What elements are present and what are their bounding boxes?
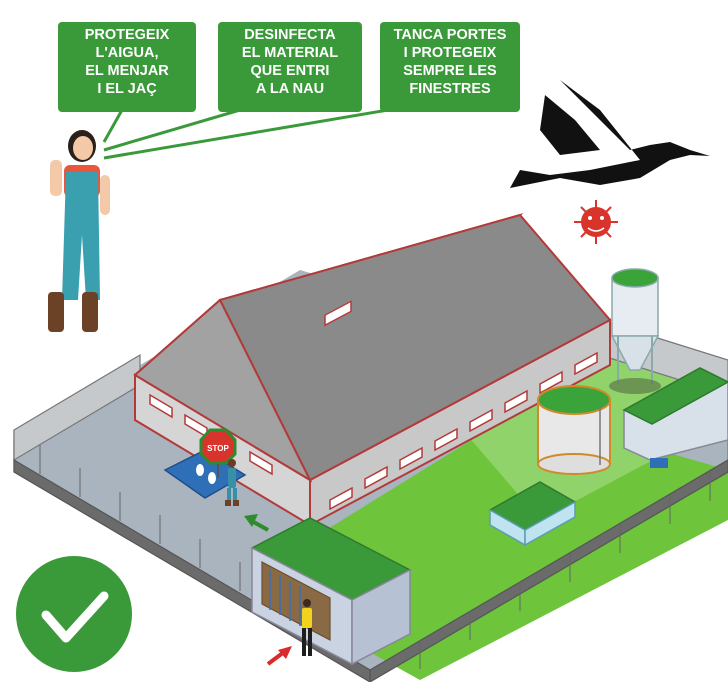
bubble-line: I PROTEGEIX xyxy=(403,45,497,61)
barn-roof-front xyxy=(133,298,313,483)
fence-posts xyxy=(39,445,711,669)
speech-bubble-disinfect-material: DESINFECTA EL MATERIAL QUE ENTRI A LA NA… xyxy=(218,22,362,112)
stop-sign xyxy=(199,428,237,478)
entrance-building xyxy=(250,517,412,666)
footprint-icon xyxy=(196,464,216,484)
speech-bubble-close-doors: TANCA PORTES I PROTEGEIX SEMPRE LES FINE… xyxy=(380,22,520,112)
stork-silhouette-icon xyxy=(510,80,710,188)
entry-arrow-icon xyxy=(244,514,269,532)
disinfection-mat xyxy=(163,449,247,499)
bubble-line: QUE ENTRI xyxy=(250,63,330,79)
bubble-line: PROTEGEIX xyxy=(84,27,170,43)
speech-pointer xyxy=(102,106,401,160)
bubble-line: L'AIGUA, xyxy=(95,45,159,61)
feed-silo xyxy=(609,268,661,394)
bubble-line: DESINFECTA xyxy=(244,27,336,43)
bubble-line: EL MENJAR xyxy=(85,63,169,79)
water-tank xyxy=(537,385,611,475)
bubble-line: TANCA PORTES xyxy=(393,27,507,43)
barn-windows xyxy=(149,300,598,511)
virus-icon xyxy=(574,200,618,244)
bubble-line: I EL JAÇ xyxy=(97,81,157,97)
barn xyxy=(133,212,612,527)
bubble-line: A LA NAU xyxy=(255,81,325,97)
bubble-line: FINESTRES xyxy=(409,81,491,97)
bubble-line: SEMPRE LES xyxy=(403,63,497,79)
stop-sign-text: STOP xyxy=(207,444,229,453)
bubble-line: EL MATERIAL xyxy=(241,45,339,61)
grass-area xyxy=(310,410,728,680)
animal-container xyxy=(488,481,577,547)
speech-bubble-protect-water: PROTEGEIX L'AIGUA, EL MENJAR I EL JAÇ xyxy=(58,22,196,112)
worker-at-entrance xyxy=(225,459,239,506)
service-building xyxy=(622,367,728,468)
worker-in-yellow xyxy=(302,599,312,656)
farmer-woman xyxy=(48,130,110,332)
entry-arrow-icon xyxy=(266,646,292,666)
checkmark-icon xyxy=(16,556,132,672)
